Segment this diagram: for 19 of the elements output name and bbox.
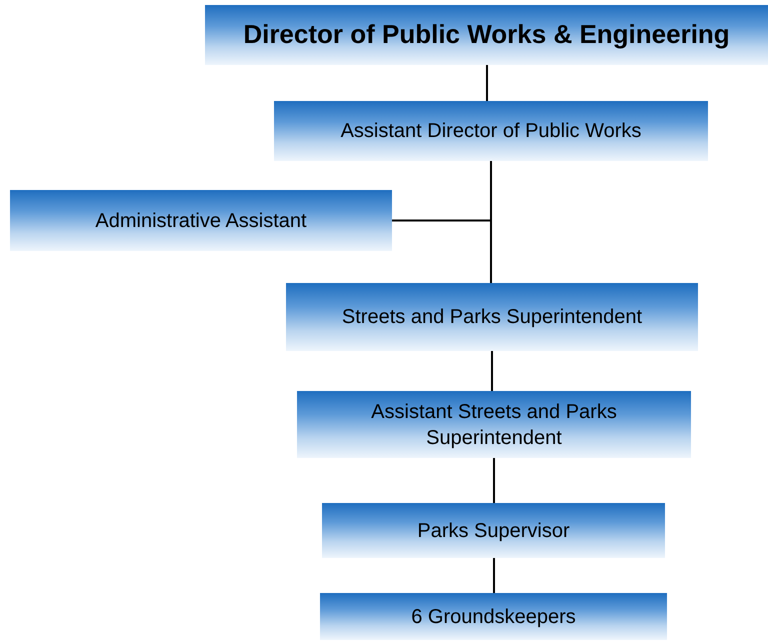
position-title: 6 Groundskeepers bbox=[411, 604, 576, 630]
position-box bbox=[274, 101, 708, 161]
connector-line bbox=[490, 161, 492, 283]
position-title: Streets and Parks Superintendent bbox=[342, 305, 642, 330]
connector-line bbox=[491, 351, 493, 391]
connector-line bbox=[486, 65, 488, 101]
position-box bbox=[286, 283, 698, 351]
connector-line bbox=[493, 558, 495, 593]
position-title: Assistant Director of Public Works bbox=[340, 119, 642, 144]
position-title: Parks Supervisor bbox=[417, 518, 570, 544]
connector-line bbox=[493, 458, 495, 503]
position-box bbox=[10, 190, 392, 251]
position-box bbox=[320, 593, 667, 640]
position-title: Director of Public Works & Engineering bbox=[243, 18, 730, 52]
position-box bbox=[205, 5, 768, 65]
position-title: Assistant Streets and Parks Superintendent bbox=[370, 400, 618, 450]
position-title: Administrative Assistant bbox=[95, 208, 307, 234]
position-box bbox=[297, 391, 691, 458]
position-box bbox=[322, 503, 665, 558]
